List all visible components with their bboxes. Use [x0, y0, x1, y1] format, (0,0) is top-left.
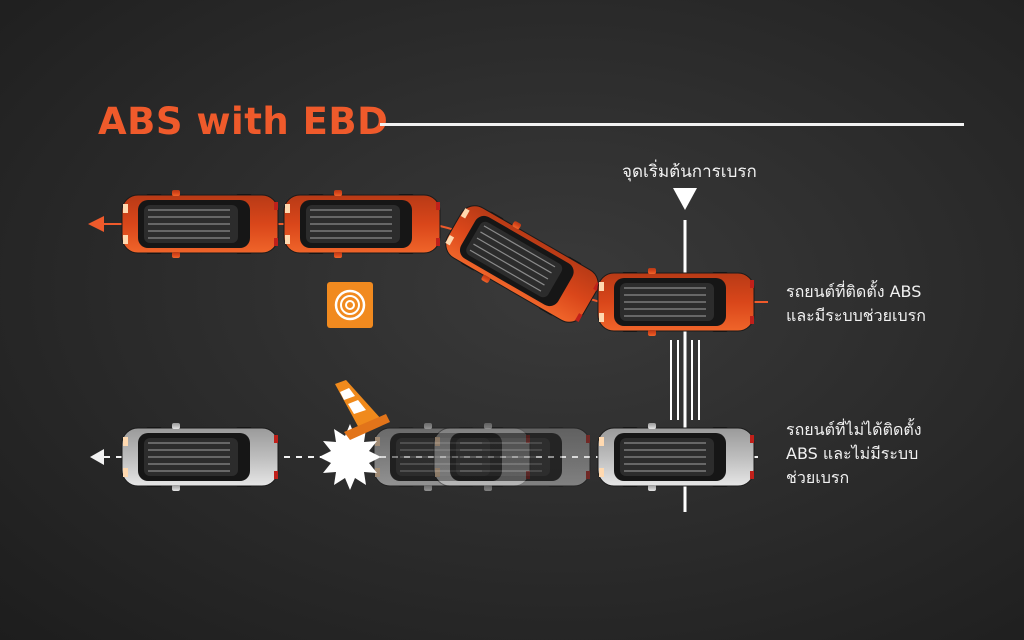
arrow-left-icon [88, 216, 104, 232]
title-rule [380, 123, 964, 126]
no-abs-car-3 [433, 423, 591, 491]
no-abs-car-label-line-2: ABS และไม่มีระบบ [786, 444, 919, 463]
brake-marker-icon [673, 188, 697, 210]
impact-burst-icon [319, 424, 381, 490]
no-abs-car-label-line-3: ช่วยเบรก [786, 468, 850, 487]
brake-start-label: จุดเริ่มต้นการเบรก [622, 162, 757, 182]
no-abs-car-1 [121, 423, 279, 491]
diagram-title: ABS with EBD [98, 100, 389, 143]
abs-car-2 [283, 190, 441, 258]
abs-warning-icon [327, 282, 373, 328]
abs-car-1 [121, 190, 279, 258]
no-abs-car-label-line-1: รถยนต์ที่ไม่ได้ติดตั้ง [786, 420, 922, 439]
abs-car-3 [445, 205, 601, 323]
abs-car-label: รถยนต์ที่ติดตั้ง ABS และมีระบบช่วยเบรก [786, 280, 926, 328]
no-abs-car-label: รถยนต์ที่ไม่ได้ติดตั้ง ABS และไม่มีระบบ … [786, 418, 922, 490]
abs-car-4 [597, 268, 755, 336]
no-abs-car-4 [597, 423, 755, 491]
arrow-left-icon [90, 449, 104, 465]
traffic-cone-icon [335, 380, 390, 440]
skid-marks [670, 340, 700, 420]
abs-car-label-line-1: รถยนต์ที่ติดตั้ง ABS [786, 282, 922, 301]
abs-car-label-line-2: และมีระบบช่วยเบรก [786, 306, 926, 325]
